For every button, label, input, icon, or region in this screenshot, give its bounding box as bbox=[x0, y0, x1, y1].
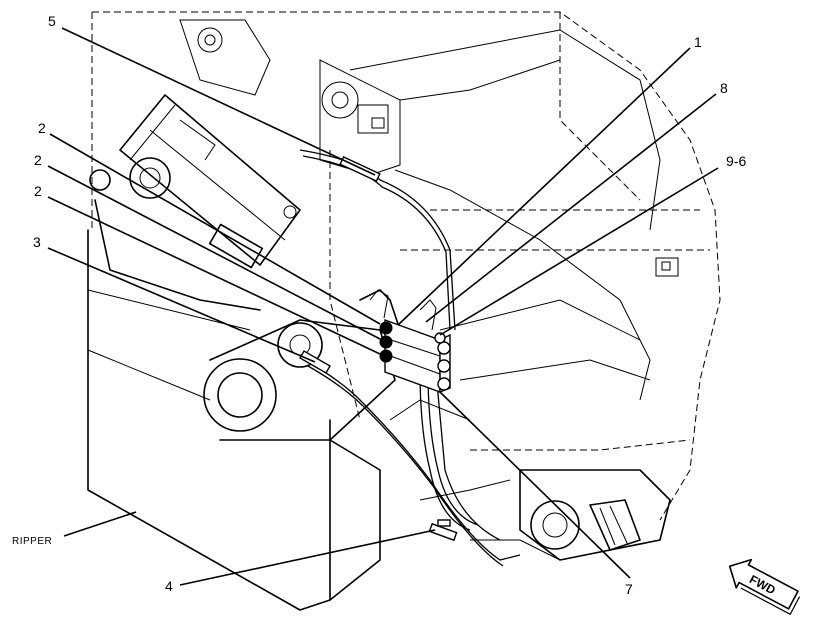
lift-cylinder bbox=[89, 94, 301, 311]
leader-2c bbox=[47, 196, 381, 355]
callout-3: 3 bbox=[33, 234, 41, 250]
fwd-arrow-icon: FWD bbox=[728, 558, 801, 616]
callout-7: 7 bbox=[625, 581, 633, 597]
ripper-frame bbox=[87, 229, 471, 611]
leader-ripper bbox=[63, 511, 137, 537]
leader-4 bbox=[179, 529, 436, 586]
leader-5 bbox=[61, 27, 376, 176]
callout-9-6: 9-6 bbox=[726, 153, 746, 169]
hoses bbox=[299, 149, 521, 567]
leader-7 bbox=[439, 391, 631, 579]
leader-2b bbox=[47, 165, 381, 340]
ripper-label: RIPPER bbox=[12, 536, 52, 547]
leader-3 bbox=[47, 247, 316, 363]
leader-9-6 bbox=[439, 167, 719, 336]
leader-lines bbox=[47, 27, 719, 586]
callout-2a: 2 bbox=[38, 120, 46, 136]
valve-block bbox=[369, 289, 451, 394]
leader-2a bbox=[49, 133, 381, 325]
leader-1 bbox=[397, 47, 691, 326]
callout-1: 1 bbox=[694, 34, 702, 50]
leader-8 bbox=[425, 93, 717, 323]
callout-2b: 2 bbox=[34, 152, 42, 168]
callouts: 5 1 8 9-6 2 2 2 3 4 7 RIPPER bbox=[12, 13, 746, 597]
callout-8: 8 bbox=[720, 80, 728, 96]
lower-linkage bbox=[419, 469, 671, 561]
callout-4: 4 bbox=[165, 578, 173, 594]
callout-5: 5 bbox=[48, 13, 56, 29]
machine-body bbox=[91, 11, 721, 521]
callout-2c: 2 bbox=[34, 183, 42, 199]
